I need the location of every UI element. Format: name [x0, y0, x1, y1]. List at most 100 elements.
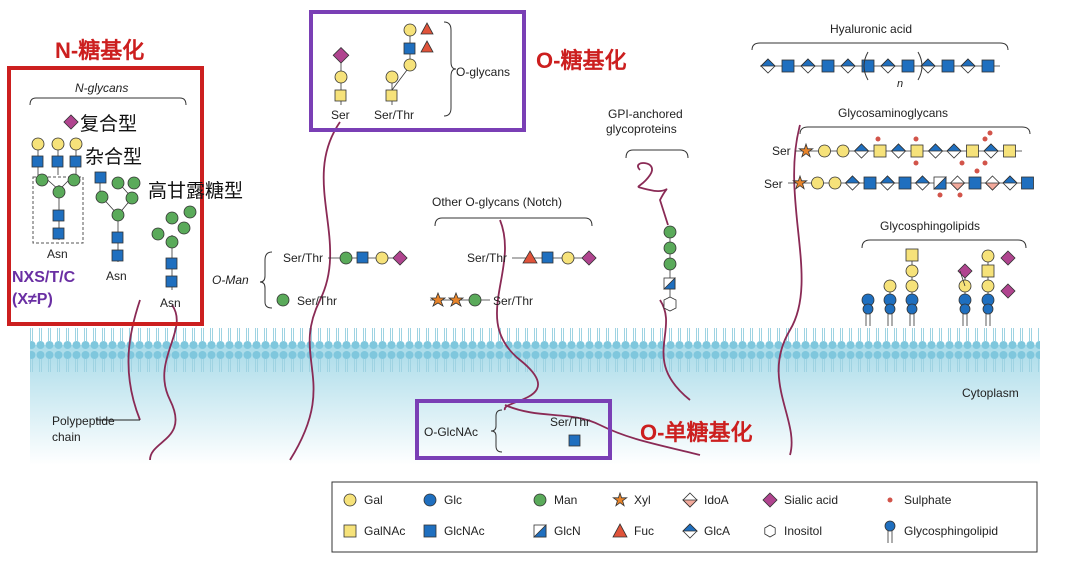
ser-thr-label-notch2: Ser/Thr — [493, 294, 533, 308]
gag2-residue — [933, 176, 947, 190]
gag2-residue — [898, 176, 912, 190]
sulphate-mark — [974, 168, 980, 174]
glca-unit — [880, 58, 896, 74]
notch-glycan-2 — [429, 291, 490, 307]
hybrid-n-glycan — [94, 171, 141, 262]
ser-thr-label-oman2: Ser/Thr — [297, 294, 337, 308]
gag-chain-2 — [788, 168, 1034, 198]
gag1-residue — [836, 144, 850, 158]
o-glycan-2 — [385, 22, 434, 105]
gsl-bracket — [861, 239, 1027, 249]
gag1-residue — [910, 144, 924, 158]
legend-symbol-galnac — [343, 524, 357, 538]
o-man-bracket — [259, 251, 273, 309]
glcnac-unit — [981, 59, 995, 73]
complex-type-label: 复合型 — [80, 113, 137, 135]
glcnac-unit — [821, 59, 835, 73]
gag2-residue — [879, 175, 896, 191]
ceramide-anchor — [862, 303, 874, 326]
o-glycans-label: O-glycans — [456, 65, 510, 79]
gpi-label-2: glycoproteins — [606, 122, 677, 136]
gpi-protein — [637, 162, 669, 226]
legend-symbol-glca — [682, 523, 698, 539]
legend-label: Sialic acid — [784, 493, 838, 507]
high-mannose-n-glycan — [151, 205, 197, 290]
glycosphingolipid-structures — [861, 248, 1016, 326]
other-o-glycans-label: Other O-glycans (Notch) — [432, 195, 562, 209]
glca-unit — [800, 58, 816, 74]
legend-label: Glycosphingolipid — [904, 524, 998, 538]
glcnac-unit — [781, 59, 795, 73]
repeat-n-label: n — [897, 78, 903, 90]
ceramide-anchor — [884, 303, 896, 326]
glcnac-unit — [901, 59, 915, 73]
ser-thr-label-notch1: Ser/Thr — [467, 251, 507, 265]
hyaluronic-bracket — [751, 42, 1009, 51]
ser-label: Ser — [331, 108, 350, 122]
legend-label: GlcA — [704, 524, 730, 538]
gag2-residue — [844, 175, 861, 191]
gsl-residue — [981, 264, 995, 278]
gag1-residue — [873, 144, 887, 158]
asn-label-3: Asn — [160, 296, 181, 310]
glcnac-unit — [861, 59, 875, 73]
polypeptide-label-2: chain — [52, 430, 81, 444]
glca-unit — [960, 58, 976, 74]
asn-label-1: Asn — [47, 247, 68, 261]
ser-thr-label-glcnac: Ser/Thr — [550, 415, 590, 429]
notch-bracket — [434, 217, 593, 227]
sulphate-mark — [913, 160, 919, 166]
sulphate-mark — [982, 160, 988, 166]
gag2-residue — [828, 176, 842, 190]
glycosaminoglycans-label: Glycosaminoglycans — [838, 106, 948, 120]
sequon-line-2: (X≠P) — [12, 291, 53, 308]
o-glycosylation-title: O-糖基化 — [536, 48, 626, 73]
sulphate-mark — [875, 136, 881, 142]
sequon-line-1: NXS/T/C — [12, 269, 76, 286]
o-glycan-1 — [332, 46, 350, 105]
legend-label: Sulphate — [904, 493, 952, 507]
legend-symbol-xyl — [612, 491, 628, 507]
gsl-residue — [981, 279, 995, 293]
sulphate-mark — [957, 192, 963, 198]
polypeptide-chains — [127, 121, 803, 461]
gag1-residue — [946, 143, 962, 159]
legend-symbol-glc — [423, 493, 437, 507]
gag1-residue — [818, 144, 831, 158]
glcnac-monosaccharide — [568, 434, 581, 447]
legend-label: Inositol — [784, 524, 822, 538]
n-glycosylation-title: N-糖基化 — [55, 38, 144, 63]
ser-thr-label-oman1: Ser/Thr — [283, 251, 323, 265]
legend-symbol-fuc — [612, 523, 628, 538]
polypeptide-label-1: Polypeptide — [52, 414, 115, 428]
gag2-residue — [968, 176, 982, 190]
o-glcnac-label: O-GlcNAc — [424, 425, 478, 439]
gsl-residue — [905, 264, 919, 278]
complex-n-glycan — [31, 114, 83, 240]
ser-thr-label-o: Ser/Thr — [374, 108, 414, 122]
o-man-glycan-2 — [276, 293, 290, 307]
o-glycans-bracket — [443, 21, 457, 117]
sulphate-mark — [937, 192, 943, 198]
gag2-residue — [792, 174, 808, 190]
sulphate-mark — [987, 130, 993, 136]
gsl-residue — [905, 279, 919, 293]
gag2-residue — [984, 175, 1001, 191]
legend-symbol-glycosphingolipid — [884, 520, 896, 543]
o-glcnac-bracket — [490, 409, 503, 453]
gag1-residue — [966, 144, 979, 158]
legend-symbol-inositol — [764, 524, 776, 538]
legend-label: Xyl — [634, 493, 651, 507]
plasma-membrane — [30, 322, 1040, 374]
n-glycans-label: N-glycans — [75, 81, 128, 95]
core-dashed-box — [32, 176, 84, 244]
o-man-label: O-Man — [212, 273, 249, 287]
gag1-residue — [1003, 144, 1016, 158]
cytoplasm-label: Cytoplasm — [962, 386, 1019, 400]
gag2-residue — [949, 175, 966, 191]
gsl-residue — [981, 249, 995, 263]
legend-label: Glc — [444, 493, 462, 507]
legend-label: IdoA — [704, 493, 729, 507]
o-man-glycan-1 — [328, 250, 408, 266]
o-monoglycosylation-title: O-单糖基化 — [640, 420, 752, 445]
